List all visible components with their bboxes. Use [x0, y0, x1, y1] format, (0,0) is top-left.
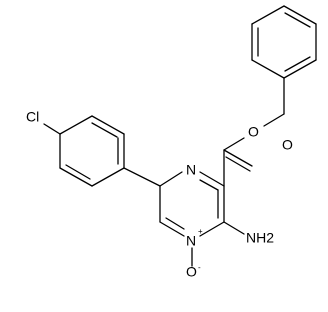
ring-nitrogen-top-label: N [186, 162, 196, 178]
bond-inner [91, 122, 118, 138]
ester-oxygen-label: O [248, 124, 259, 140]
bond-chlorine [43, 123, 61, 135]
bond [283, 5, 317, 25]
bond [91, 115, 125, 135]
bond-inner [65, 164, 91, 180]
bond-carbonyl-second [225, 156, 251, 172]
bond [199, 171, 225, 187]
bond [199, 221, 225, 237]
bond [159, 221, 185, 237]
bond [159, 171, 183, 187]
pyrazine-substituents [191, 221, 245, 267]
bond [59, 115, 93, 135]
benzyl-phenyl-ring [251, 5, 317, 79]
amino-group-label: NH2 [246, 230, 274, 246]
bond [251, 59, 285, 79]
bond [283, 59, 317, 79]
bond-carbonyl [223, 149, 253, 167]
oxide-oxygen-label: O [186, 264, 197, 280]
bond [123, 167, 161, 187]
bond [263, 113, 285, 127]
bond-inner [199, 179, 219, 191]
bond [223, 137, 245, 151]
benzyl-ester-chain [223, 77, 285, 187]
chlorine-label: Cl [26, 109, 39, 125]
nitrogen-charge-label: + [198, 227, 203, 236]
pyrazine-ring [159, 171, 225, 237]
bond [251, 5, 285, 25]
oxide-charge-label: - [198, 263, 201, 272]
bond-inner [284, 56, 311, 72]
carbonyl-oxygen-label: O [282, 137, 293, 153]
bond [59, 167, 93, 187]
bond [91, 167, 125, 187]
bond-inner [284, 12, 311, 28]
ring-nitrogen-oxide-label: N [186, 233, 196, 249]
bond-amino [223, 221, 245, 235]
chlorophenyl-ring [43, 115, 161, 187]
bond-inner [165, 217, 185, 230]
